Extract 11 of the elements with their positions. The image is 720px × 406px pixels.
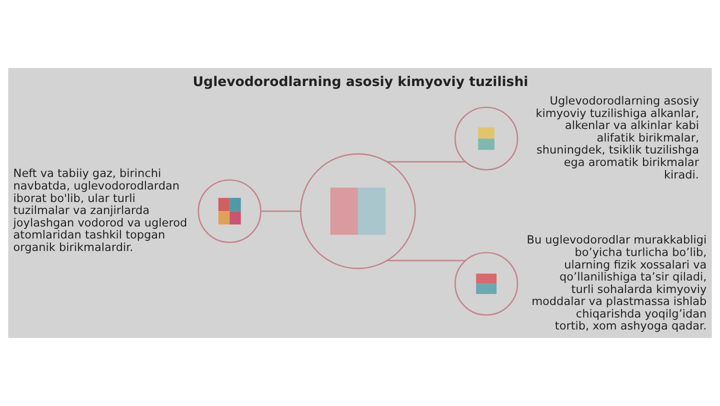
connector [387,161,466,162]
node-label: Bu uglevodorodlar murakkabligi bo’yicha turlicha bo’lib, ularning fizik xossalari va qo’llanilishiga ta’sir qiladi, turli sohalarda kimyoviy moddalar va plastmassa ishlab chiqarishda yoqilg’idan tortib, xom ashyoga qadar. [526,234,707,333]
connector [261,210,300,212]
diagram-title: Uglevodorodlarning asosiy kimyoviy tuzilishi [192,74,528,90]
connector [387,260,466,262]
node-label: Neft va tabiiy gaz, birinchi navbatda, uglevodorodlardan iborat bo'lib, ular turli tuzilmalar va zanjirlarda joylashgan vodorod va uglerod atomlaridan tashkil topgan organik birikmalardir. [13,167,188,254]
node-circle [300,153,416,270]
node-circle [454,252,518,316]
node-circle [198,179,262,244]
node-circle [454,106,518,170]
node-label: Uglevodorodlarning asosiy kimyoviy tuzilishiga alkanlar, alkenlar va alkinlar kabi alifatik birikmalar, shuningdek, tsiklik tuzilishga ega aromatik birikmalar kiradi. [536,94,700,182]
